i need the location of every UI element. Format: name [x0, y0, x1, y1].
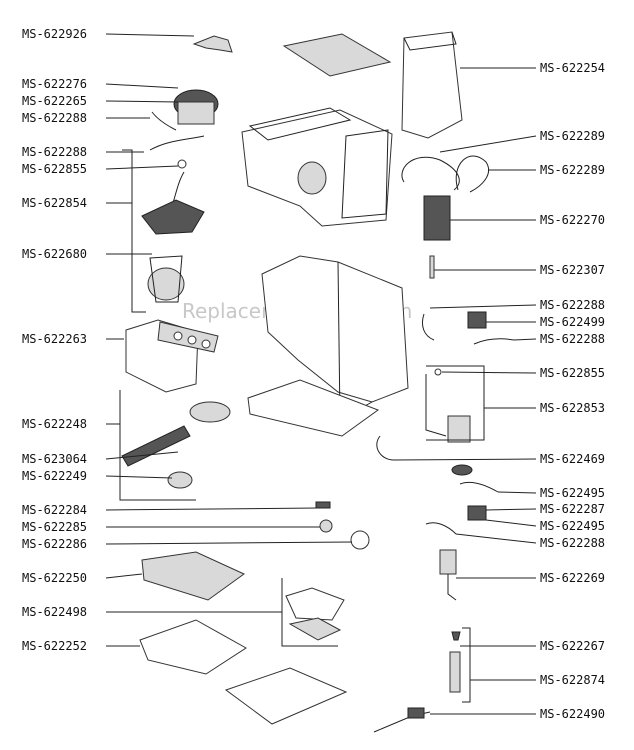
part-lid [282, 33, 392, 77]
part-hose-3 [473, 338, 515, 345]
label-ms-622286: MS-622286 [22, 537, 87, 551]
label-ms-622853: MS-622853 [540, 401, 605, 415]
label-ms-622287: MS-622287 [540, 502, 605, 516]
part-285 [319, 519, 333, 533]
label-ms-622874: MS-622874 [540, 673, 605, 687]
part-hose-5 [459, 481, 499, 493]
label-ms-622254: MS-622254 [540, 61, 605, 75]
label-ms-622288: MS-622288 [540, 332, 605, 346]
part-seal [451, 464, 473, 476]
label-ms-622926: MS-622926 [22, 27, 87, 41]
part-frother [449, 651, 461, 693]
label-ms-622469: MS-622469 [540, 452, 605, 466]
part-steam-nozzle [439, 549, 457, 575]
label-ms-622288: MS-622288 [540, 536, 605, 550]
part-284 [315, 501, 331, 509]
label-ms-622490: MS-622490 [540, 707, 605, 721]
label-ms-622284: MS-622284 [22, 503, 87, 517]
label-ms-623064: MS-623064 [22, 452, 87, 466]
part-valve [423, 195, 451, 241]
part-hose-2 [455, 155, 490, 193]
label-ms-622498: MS-622498 [22, 605, 87, 619]
label-ms-622270: MS-622270 [540, 213, 605, 227]
label-ms-622307: MS-622307 [540, 263, 605, 277]
label-ms-622269: MS-622269 [540, 571, 605, 585]
part-hose [401, 156, 460, 191]
label-ms-622285: MS-622285 [22, 520, 87, 534]
label-ms-622289: MS-622289 [540, 129, 605, 143]
label-ms-622288: MS-622288 [22, 111, 87, 125]
part-286 [350, 530, 370, 550]
label-ms-622288: MS-622288 [540, 298, 605, 312]
label-ms-622249: MS-622249 [22, 469, 87, 483]
label-ms-622265: MS-622265 [22, 94, 87, 108]
label-ms-622248: MS-622248 [22, 417, 87, 431]
part-boiler [447, 415, 471, 443]
label-ms-622263: MS-622263 [22, 332, 87, 346]
part-tube-2 [149, 135, 205, 151]
part-water-tank [401, 31, 463, 139]
label-ms-622250: MS-622250 [22, 571, 87, 585]
label-ms-622855: MS-622855 [540, 366, 605, 380]
part-switch [467, 311, 487, 329]
label-ms-622288: MS-622288 [22, 145, 87, 159]
label-ms-622252: MS-622252 [22, 639, 87, 653]
part-pin [429, 255, 435, 279]
label-ms-622276: MS-622276 [22, 77, 87, 91]
label-ms-622854: MS-622854 [22, 196, 87, 210]
part-milk-tank [285, 587, 345, 621]
label-ms-622267: MS-622267 [540, 639, 605, 653]
part-nozzle-tip [451, 631, 461, 641]
label-ms-622495: MS-622495 [540, 486, 605, 500]
label-ms-622855: MS-622855 [22, 162, 87, 176]
label-ms-622495: MS-622495 [540, 519, 605, 533]
part-filter-holder [189, 401, 231, 423]
part-switch-hose [421, 313, 435, 341]
part-drip-tray [139, 619, 247, 675]
part-scoop [192, 35, 233, 53]
part-handle [121, 425, 191, 467]
label-ms-622499: MS-622499 [540, 315, 605, 329]
part-shower-assembly [147, 267, 185, 301]
part-drip-grid [141, 551, 245, 601]
part-tube-3 [425, 522, 457, 535]
part-tube [151, 111, 177, 131]
part-spacer [167, 471, 193, 489]
part-valve-2 [467, 505, 487, 521]
part-boiler-plate [141, 199, 205, 235]
part-base-plate [224, 667, 348, 725]
label-ms-622680: MS-622680 [22, 247, 87, 261]
part-hose-4 [376, 435, 395, 461]
part-main-chassis [261, 255, 409, 403]
label-ms-622289: MS-622289 [540, 163, 605, 177]
